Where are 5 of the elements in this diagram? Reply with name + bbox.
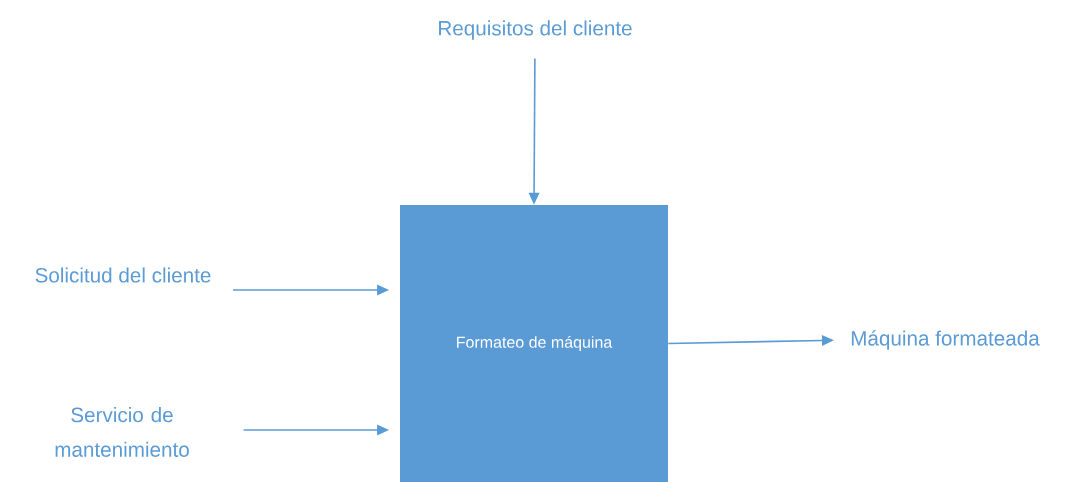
process-box: Formateo de máquina [400, 205, 668, 482]
input-label: Solicitud del cliente [35, 267, 211, 283]
input-label: Servicio de mantenimiento [55, 407, 189, 457]
input-label: Requisitos del cliente [439, 20, 632, 40]
input-label: Máquina formateada [851, 330, 1040, 350]
